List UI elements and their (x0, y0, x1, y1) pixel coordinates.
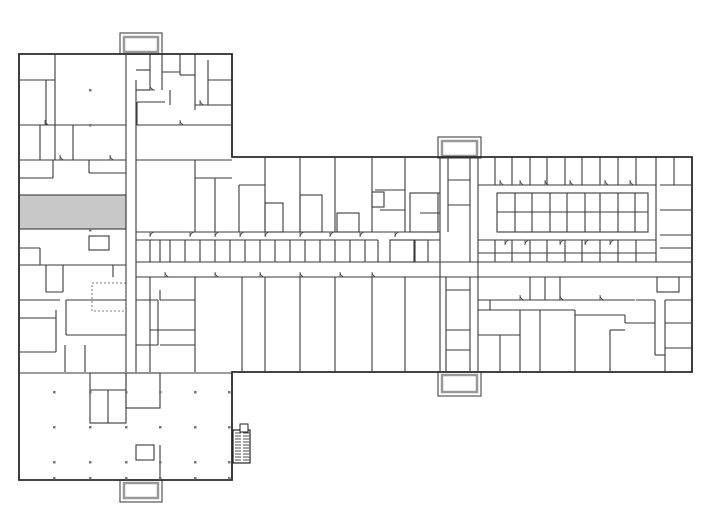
stair-tower-top-center (437, 136, 482, 159)
column (159, 426, 162, 429)
generated-partitions (169, 157, 637, 372)
column (89, 229, 92, 232)
door-swing (504, 239, 511, 246)
column (125, 477, 128, 480)
door-swing (189, 231, 196, 238)
column (53, 461, 56, 464)
column (89, 477, 92, 480)
column (53, 477, 56, 480)
column (159, 461, 162, 464)
door-swing (109, 154, 116, 161)
column (159, 477, 162, 480)
door-swing (214, 231, 221, 238)
door-swing (359, 231, 366, 238)
door-swing (44, 119, 51, 126)
column (89, 461, 92, 464)
door-swing (519, 179, 526, 186)
door-swing (199, 99, 206, 106)
door-swings (44, 84, 636, 301)
highlighted-unit[interactable] (18, 194, 127, 230)
column (89, 89, 92, 92)
door-swing (559, 239, 566, 246)
door-swing (499, 179, 506, 186)
column (228, 426, 231, 429)
door-swing (339, 271, 346, 278)
door-swing (629, 179, 636, 186)
door-swing (604, 179, 611, 186)
building-outline (18, 53, 693, 481)
column (194, 461, 197, 464)
column (125, 426, 128, 429)
column (89, 426, 92, 429)
door-swing (371, 271, 378, 278)
column (125, 461, 128, 464)
door-swing (299, 231, 306, 238)
door-swing (524, 239, 531, 246)
stair-tower-bottom-center (437, 371, 482, 397)
column (228, 477, 231, 480)
interior-walls (19, 54, 692, 480)
door-swing (179, 119, 186, 126)
door-swing (149, 231, 156, 238)
column (89, 124, 92, 127)
door-swing (584, 239, 591, 246)
column (228, 391, 231, 394)
door-swing (59, 154, 66, 161)
column (194, 426, 197, 429)
door-swing (519, 294, 526, 301)
door-swing (259, 271, 266, 278)
exterior-stair (232, 423, 251, 464)
column (53, 391, 56, 394)
door-swing (544, 179, 551, 186)
door-swing (149, 84, 156, 91)
door-swing (569, 179, 576, 186)
structural-columns (53, 89, 231, 480)
column (194, 391, 197, 394)
column (89, 391, 92, 394)
column (53, 426, 56, 429)
stair-tower-bottom-left (119, 479, 163, 503)
door-swing (264, 231, 271, 238)
stair-tower-top-left (119, 32, 163, 55)
door-swing (164, 271, 171, 278)
door-swing (239, 231, 246, 238)
door-swing (299, 271, 306, 278)
door-swing (394, 231, 401, 238)
door-swing (559, 294, 566, 301)
door-swing (609, 239, 616, 246)
door-swing (329, 231, 336, 238)
column (159, 391, 162, 394)
door-swing (214, 271, 221, 278)
column (194, 477, 197, 480)
column (228, 461, 231, 464)
column (125, 391, 128, 394)
door-swing (599, 294, 606, 301)
